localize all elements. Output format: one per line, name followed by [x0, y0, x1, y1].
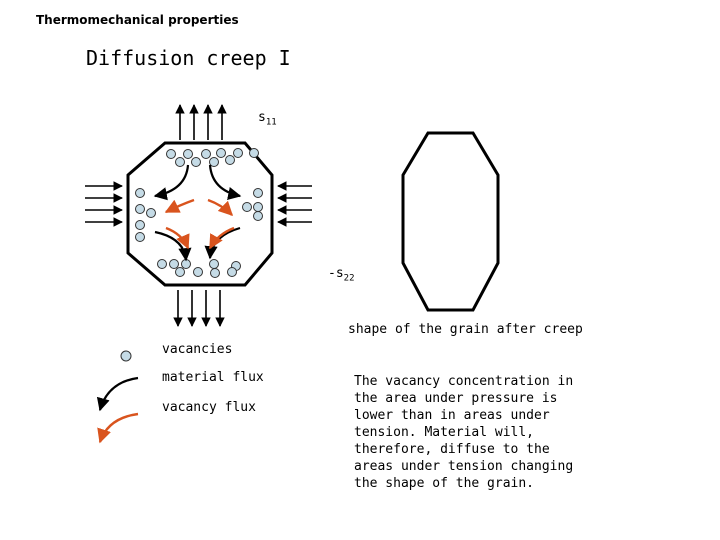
stress-label-s11: s11 — [258, 110, 277, 128]
grain-after-creep — [401, 131, 500, 312]
explanation-text: The vacancy concentration in the area un… — [354, 374, 574, 491]
compression-arrows-left — [85, 181, 123, 227]
stress-label-s22: -s22 — [328, 266, 355, 284]
legend-vacancies-label: vacancies — [162, 342, 233, 357]
compression-arrows-right — [277, 181, 312, 227]
material-flux-arrows — [153, 164, 242, 262]
vacancy-circles — [135, 148, 263, 278]
slide-title: Diffusion creep I — [86, 46, 291, 70]
header-title: Thermomechanical properties — [36, 13, 239, 27]
legend-vacancy-flux-icon — [97, 412, 139, 444]
legend-material-flux-icon — [96, 376, 139, 412]
legend-vacancy-icon — [120, 350, 132, 362]
tension-arrows-top — [175, 104, 227, 140]
tension-arrows-bottom — [173, 290, 225, 327]
legend-vacancy-flux-label: vacancy flux — [162, 400, 256, 415]
shape-caption: shape of the grain after creep — [348, 322, 583, 337]
vacancy-flux-arrows — [164, 198, 235, 250]
legend-material-flux-label: material flux — [162, 370, 264, 385]
